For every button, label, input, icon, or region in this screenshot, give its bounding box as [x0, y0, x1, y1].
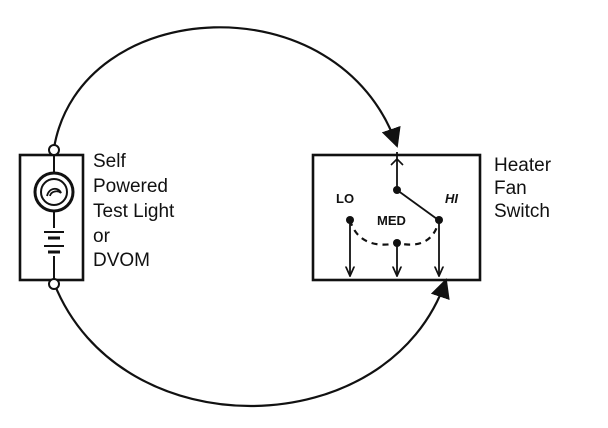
tester-label-line: Powered: [93, 176, 168, 197]
switch-position-hi: HI: [445, 191, 458, 206]
heater-fan-switch: LO MED HI: [311, 152, 482, 282]
switch-label-line: Fan: [494, 178, 527, 199]
test-light-device: [18, 144, 85, 290]
tester-label-line: DVOM: [93, 250, 150, 271]
switch-label-line: Heater: [494, 155, 552, 176]
upper-test-lead: [52, 26, 401, 149]
tester-label-line: or: [93, 226, 111, 247]
tester-label-line: Test Light: [93, 201, 175, 222]
tester-bottom-terminal: [48, 278, 60, 290]
switch-label: Heater Fan Switch: [494, 155, 556, 222]
switch-label-line: Switch: [494, 201, 550, 222]
tester-top-terminal: [48, 144, 60, 156]
tester-label-line: Self: [93, 151, 126, 172]
lamp-icon: [33, 171, 75, 213]
battery-icon: [44, 231, 64, 254]
switch-travel-path: [348, 219, 441, 246]
tester-label: Self Powered Test Light or DVOM: [93, 151, 180, 271]
lower-test-lead: [52, 278, 450, 408]
switch-position-lo: LO: [336, 191, 354, 206]
switch-position-med: MED: [377, 213, 406, 228]
switch-blade: [396, 189, 438, 220]
